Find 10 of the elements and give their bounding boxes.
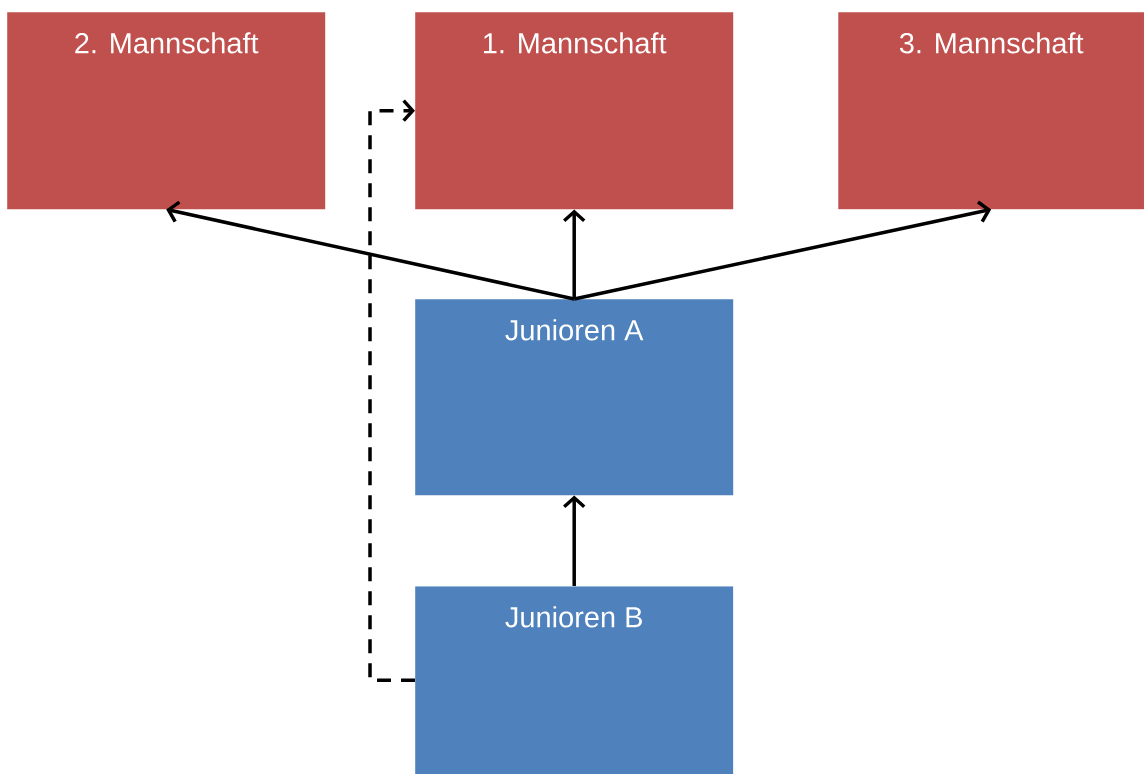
arrow <box>563 495 586 586</box>
junior-box: Junioren A <box>415 299 734 496</box>
arrow <box>166 200 575 301</box>
team-box: 2. Mannschaft <box>7 12 326 210</box>
arrow <box>563 209 586 299</box>
arrow <box>368 99 415 682</box>
arrow <box>573 200 992 301</box>
team-box: 1. Mannschaft <box>415 12 734 210</box>
team-box: 3. Mannschaft <box>838 12 1144 210</box>
junior-box: Junioren B <box>415 586 734 774</box>
